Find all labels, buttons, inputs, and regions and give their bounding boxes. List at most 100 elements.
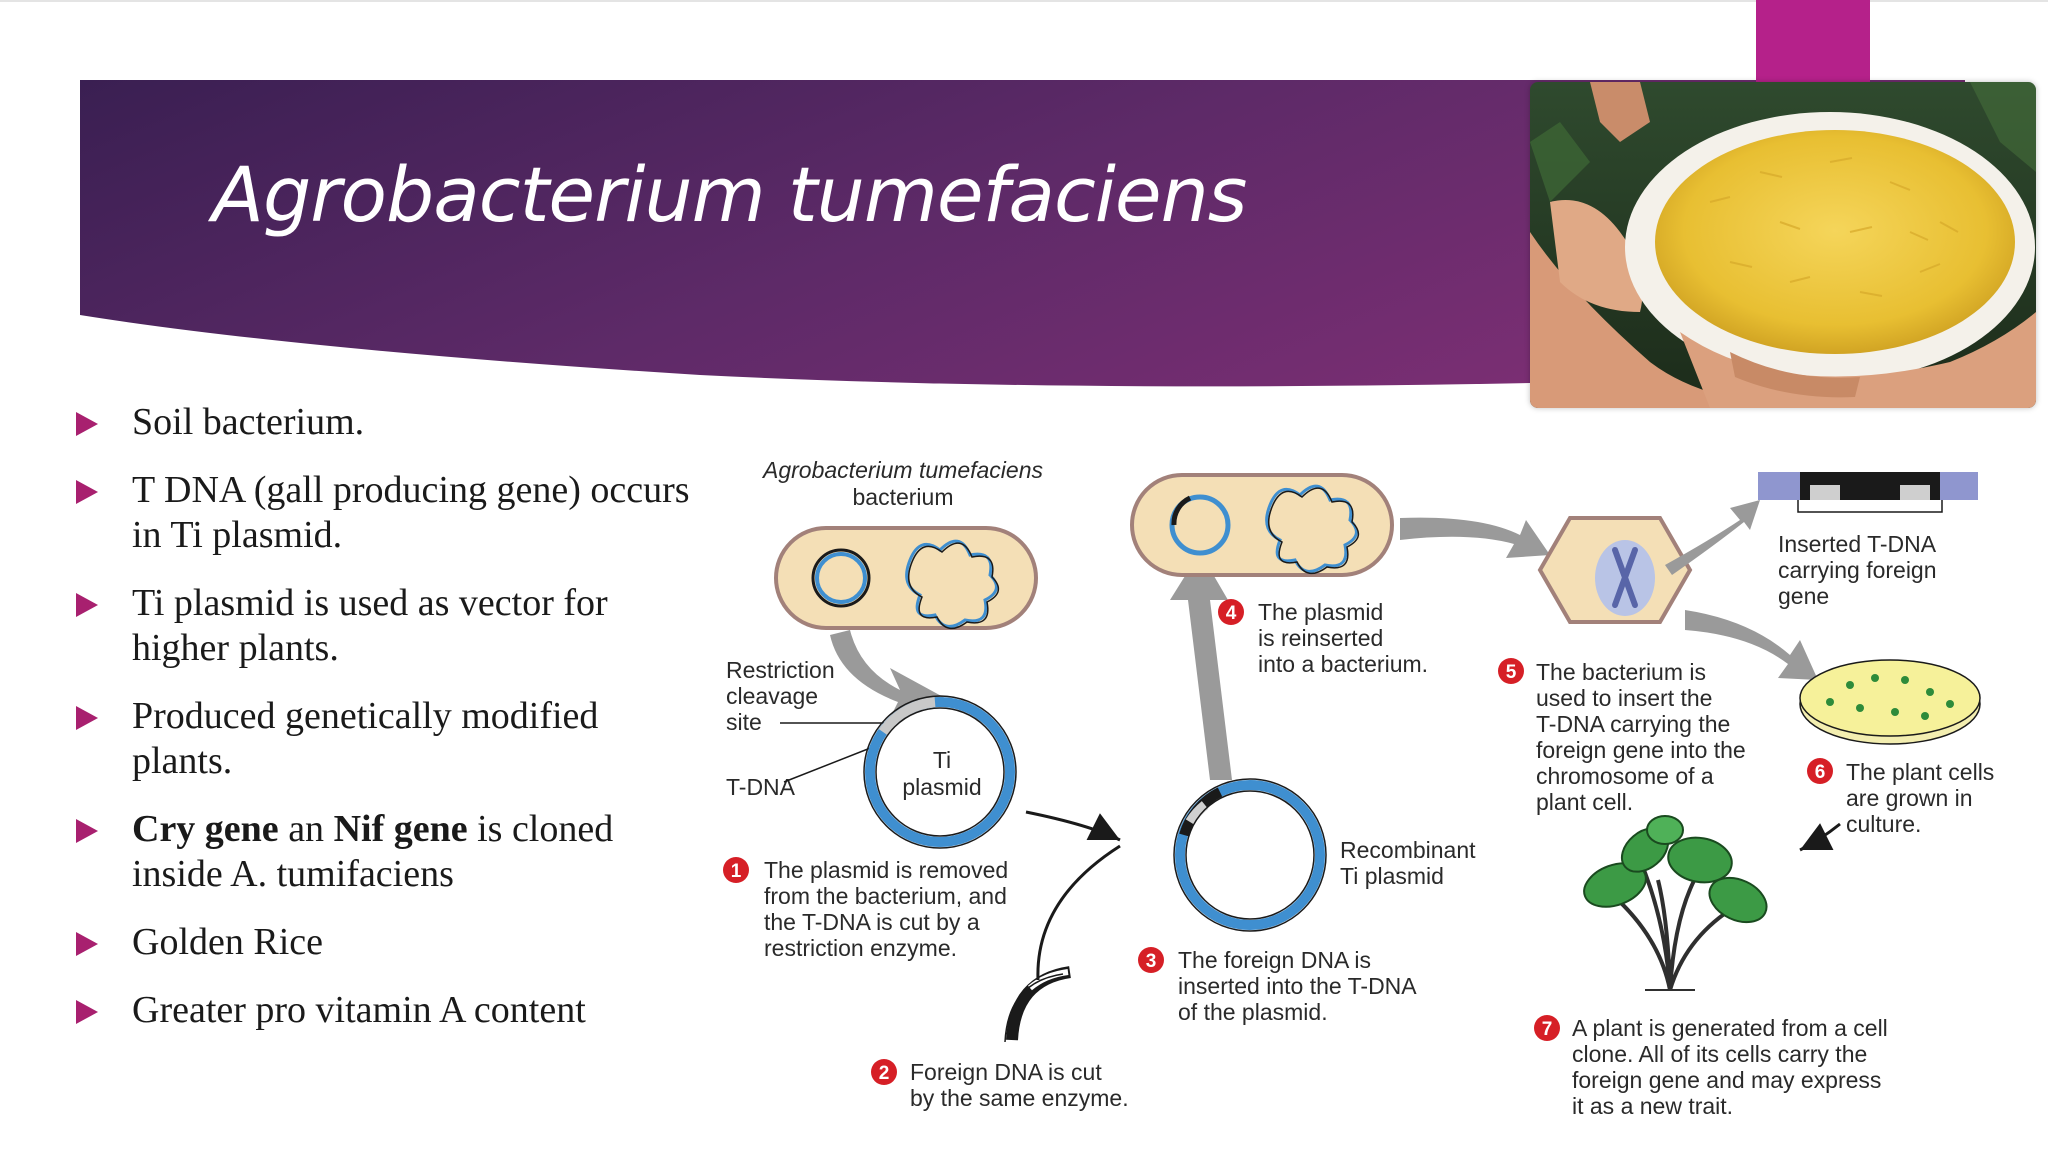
recombinant-label: Recombinant <box>1340 837 1476 863</box>
step-text: plant cell. <box>1536 789 1633 815</box>
step-text: is reinserted <box>1258 625 1383 651</box>
bullet-item: Greater pro vitamin A content <box>76 988 696 1033</box>
title-banner <box>80 80 1965 387</box>
golden-rice-photo <box>1530 82 2036 408</box>
nif-gene-text: Nif gene <box>333 808 468 850</box>
bacterium-label-line2: bacterium <box>853 484 954 510</box>
grey-arrow-icon <box>1685 610 1818 680</box>
bacterium-cell-icon <box>1130 473 1394 577</box>
bullet-item: Soil bacterium. <box>76 400 696 445</box>
svg-text:6: 6 <box>1815 762 1826 783</box>
chromosome-icon <box>1612 547 1638 608</box>
inserted-label: gene <box>1778 583 1829 609</box>
bullet-text: Ti plasmid is used as vector for higher … <box>132 582 608 669</box>
step-number-badge: 7 <box>1534 1015 1560 1041</box>
ti-plasmid-label: Ti <box>933 747 951 773</box>
step-text: The foreign DNA is <box>1178 947 1371 973</box>
restriction-label: Restriction <box>726 657 835 683</box>
step-text: clone. All of its cells carry the <box>1572 1041 1867 1067</box>
bullet-text: Produced genetically modified plants. <box>132 695 599 782</box>
arrow-icon <box>1799 822 1841 852</box>
bullet-item: Produced genetically modified plants. <box>76 694 696 784</box>
step-text: are grown in <box>1846 785 1973 811</box>
step-text: The plant cells <box>1846 759 1994 785</box>
bacterium-label-line1: Agrobacterium tumefaciens <box>761 457 1043 483</box>
svg-text:3: 3 <box>1146 951 1157 972</box>
step-text: inserted into the T-DNA <box>1178 973 1417 999</box>
step-text: T-DNA carrying the <box>1536 711 1730 737</box>
step-text: culture. <box>1846 811 1921 837</box>
step-text: foreign gene and may express <box>1572 1067 1881 1093</box>
step-text: foreign gene into the <box>1536 737 1746 763</box>
ti-plasmid-label: plasmid <box>902 774 981 800</box>
inserted-label: Inserted T-DNA <box>1778 531 1937 557</box>
bullet-item: Cry gene an Nif gene is cloned inside A.… <box>76 807 696 897</box>
bullet-arrow-icon <box>76 706 98 730</box>
step-text: it as a new trait. <box>1572 1093 1733 1119</box>
grey-arrow-icon <box>1665 500 1760 575</box>
bullet-text: Golden Rice <box>132 921 324 963</box>
svg-text:5: 5 <box>1506 662 1517 683</box>
bullet-arrow-icon <box>76 932 98 956</box>
step-number-badge: 6 <box>1807 758 1833 784</box>
bullet-item: Golden Rice <box>76 920 696 965</box>
step-text: of the plasmid. <box>1178 999 1328 1025</box>
cry-gene-text: Cry gene <box>132 808 279 850</box>
step-number-badge: 2 <box>871 1059 897 1085</box>
step-text: from the bacterium, and <box>764 883 1007 909</box>
svg-text:4: 4 <box>1226 603 1237 624</box>
grey-arrow-icon <box>830 630 945 722</box>
chromosome-icon <box>1265 484 1358 573</box>
recombinant-label: Ti plasmid <box>1340 863 1444 889</box>
step-number-badge: 5 <box>1498 658 1524 684</box>
step-text: chromosome of a <box>1536 763 1714 789</box>
bullet-item: Ti plasmid is used as vector for higher … <box>76 581 696 671</box>
step-number-badge: 1 <box>723 857 749 883</box>
step-text: Foreign DNA is cut <box>910 1059 1102 1085</box>
step-text: used to insert the <box>1536 685 1712 711</box>
grey-arrow-icon <box>1170 552 1232 780</box>
ti-plasmid-icon <box>865 697 1015 847</box>
ti-plasmid-diagram: Agrobacterium tumefaciens bacterium Rest… <box>723 457 1994 1119</box>
svg-text:2: 2 <box>879 1063 890 1084</box>
step-text: the T-DNA is cut by a <box>764 909 980 935</box>
bullet-arrow-icon <box>76 480 98 504</box>
grey-arrow-icon <box>1400 517 1550 558</box>
step-text: The bacterium is <box>1536 659 1706 685</box>
arrow-icon <box>1036 844 1121 981</box>
bullet-text: is cloned inside A. tumifaciens <box>132 808 614 895</box>
step-text: by the same enzyme. <box>910 1085 1129 1111</box>
inserted-label: carrying foreign <box>1778 557 1937 583</box>
top-border <box>0 0 2048 2</box>
bullet-item: T DNA (gall producing gene) occurs in Ti… <box>76 468 696 558</box>
arrow-icon <box>1025 810 1121 842</box>
bullet-text: Soil bacterium. <box>132 401 365 443</box>
bullet-arrow-icon <box>76 412 98 436</box>
plasmid-icon <box>811 548 871 608</box>
step-text: A plant is generated from a cell <box>1572 1015 1888 1041</box>
step-number-badge: 4 <box>1218 599 1244 625</box>
bullet-text: Greater pro vitamin A content <box>132 989 586 1031</box>
tdna-label: T-DNA <box>726 774 796 800</box>
slide-title: Agrobacterium tumefaciens <box>212 150 1247 239</box>
restriction-label: cleavage <box>726 683 818 709</box>
bullet-arrow-icon <box>76 593 98 617</box>
plant-icon <box>1583 815 1768 991</box>
step-text: restriction enzyme. <box>764 935 957 961</box>
golden-rice-bowl-photo-icon <box>1530 82 2036 408</box>
svg-text:1: 1 <box>731 861 742 882</box>
step-text: The plasmid is removed <box>764 857 1008 883</box>
bullet-arrow-icon <box>76 1000 98 1024</box>
restriction-label: site <box>726 709 762 735</box>
step-number-badge: 3 <box>1138 947 1164 973</box>
bullet-list: Soil bacterium. T DNA (gall producing ge… <box>76 400 696 1056</box>
bullet-text: an <box>278 808 334 850</box>
accent-tab <box>1756 0 1870 92</box>
bullet-text: T DNA (gall producing gene) occurs in Ti… <box>132 469 690 556</box>
recombinant-plasmid-icon <box>1175 780 1325 930</box>
svg-text:7: 7 <box>1542 1019 1553 1040</box>
step-text: into a bacterium. <box>1258 651 1428 677</box>
bullet-arrow-icon <box>76 819 98 843</box>
chromosome-icon <box>905 539 998 628</box>
